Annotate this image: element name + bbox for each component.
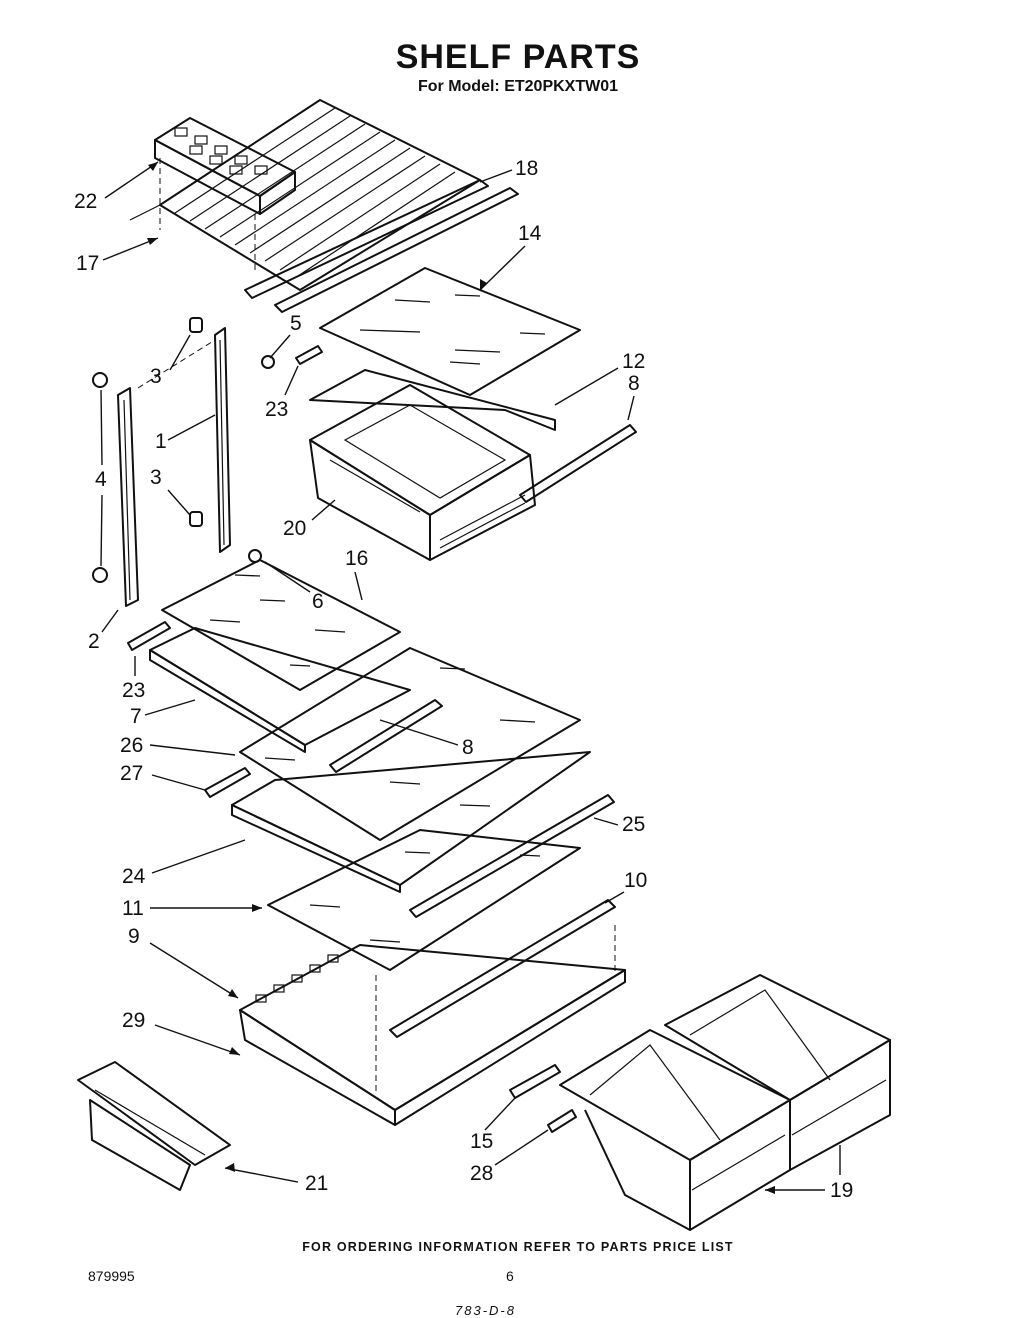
callout-19: 19 — [765, 1145, 853, 1202]
document-code: 879995 — [88, 1268, 135, 1284]
callout-label: 16 — [345, 547, 368, 570]
callout-label: 24 — [122, 865, 146, 888]
callout-2: 2 — [88, 609, 119, 653]
callout-label: 7 — [130, 705, 142, 728]
callout-17: 17 — [76, 237, 159, 275]
callout-label: 23 — [122, 679, 145, 702]
callout-label: 9 — [128, 925, 140, 948]
callout-label: 12 — [622, 350, 645, 373]
callout-3-lower: 3 — [150, 466, 191, 516]
page-number: 6 — [506, 1268, 514, 1284]
callout-label: 18 — [515, 157, 538, 180]
shelf-frame-7 — [127, 621, 411, 753]
callout-3-upper: 3 — [150, 334, 191, 388]
callout-8-upper: 8 — [627, 372, 640, 421]
callout-20: 20 — [283, 499, 336, 540]
shelf-frame-24 — [231, 751, 615, 918]
callout-21: 21 — [224, 1167, 328, 1195]
callout-label: 3 — [150, 466, 162, 489]
callout-label: 15 — [470, 1130, 493, 1153]
crisper-pans-19 — [509, 974, 891, 1231]
callout-label: 19 — [830, 1179, 853, 1202]
callout-4: 4 — [95, 389, 107, 567]
callout-label: 2 — [88, 630, 100, 653]
glass-shelf-11 — [267, 829, 581, 971]
callout-label: 3 — [150, 365, 162, 388]
callout-7: 7 — [130, 699, 196, 728]
glass-shelf-16 — [161, 559, 401, 691]
callout-label: 8 — [628, 372, 640, 395]
clips-3-4 — [92, 317, 275, 583]
callout-label: 14 — [518, 222, 542, 245]
callout-label: 26 — [120, 734, 143, 757]
callout-9: 9 — [128, 925, 239, 999]
crisper-drawer-20 — [309, 384, 536, 561]
callout-29: 29 — [122, 1009, 241, 1056]
callout-18: 18 — [479, 157, 538, 183]
shelf-rails-18 — [244, 179, 519, 313]
callout-label: 23 — [265, 398, 288, 421]
callout-14: 14 — [479, 222, 542, 291]
support-rail-8 — [329, 699, 443, 773]
callout-8-lower: 8 — [379, 719, 474, 759]
callout-label: 10 — [624, 869, 647, 892]
callout-label: 25 — [622, 813, 645, 836]
callout-label: 17 — [76, 252, 99, 275]
callout-28: 28 — [470, 1129, 549, 1185]
page-title: SHELF PARTS — [395, 38, 641, 76]
callout-10: 10 — [604, 869, 647, 904]
callout-label: 20 — [283, 517, 306, 540]
callout-24: 24 — [122, 839, 246, 888]
dairy-bin-21 — [77, 1061, 231, 1191]
ordering-note: FOR ORDERING INFORMATION REFER TO PARTS … — [302, 1240, 734, 1254]
callout-16: 16 — [345, 547, 368, 601]
callout-label: 6 — [312, 590, 324, 613]
callout-11: 11 — [122, 897, 262, 920]
rail-bracket-2 — [117, 339, 216, 607]
callout-label: 5 — [290, 312, 302, 335]
callout-6: 6 — [264, 561, 324, 613]
callout-23-lower: 23 — [122, 656, 145, 702]
callout-label: 27 — [120, 762, 143, 785]
callout-1: 1 — [155, 414, 216, 453]
callout-label: 4 — [95, 468, 107, 491]
callout-25: 25 — [593, 813, 645, 836]
glass-shelf-26 — [239, 647, 581, 841]
pan-frame-9 — [239, 899, 626, 1126]
callout-5: 5 — [269, 312, 302, 359]
callout-23-upper: 23 — [265, 365, 299, 421]
callout-22: 22 — [74, 161, 159, 213]
callout-label: 11 — [122, 897, 144, 920]
rail-bracket-1 — [214, 327, 231, 553]
arrowheads — [147, 162, 775, 1194]
glass-shelf-14 — [319, 267, 581, 396]
shelf-rail-27 — [204, 767, 251, 798]
callout-label: 22 — [74, 190, 97, 213]
callout-label: 1 — [155, 430, 167, 453]
callout-label: 8 — [462, 736, 474, 759]
ice-tray — [154, 117, 296, 270]
model-subtitle: For Model: ET20PKXTW01 — [417, 78, 619, 95]
callout-12: 12 — [554, 350, 645, 406]
callout-label: 29 — [122, 1009, 145, 1032]
callout-15: 15 — [470, 1097, 516, 1153]
drawing-stamp: 783-D-8 — [455, 1303, 516, 1318]
callout-26: 26 — [120, 734, 236, 757]
callout-label: 28 — [470, 1162, 493, 1185]
callout-label: 21 — [305, 1172, 328, 1195]
support-rails-upper — [295, 345, 637, 503]
callout-27: 27 — [120, 762, 206, 791]
